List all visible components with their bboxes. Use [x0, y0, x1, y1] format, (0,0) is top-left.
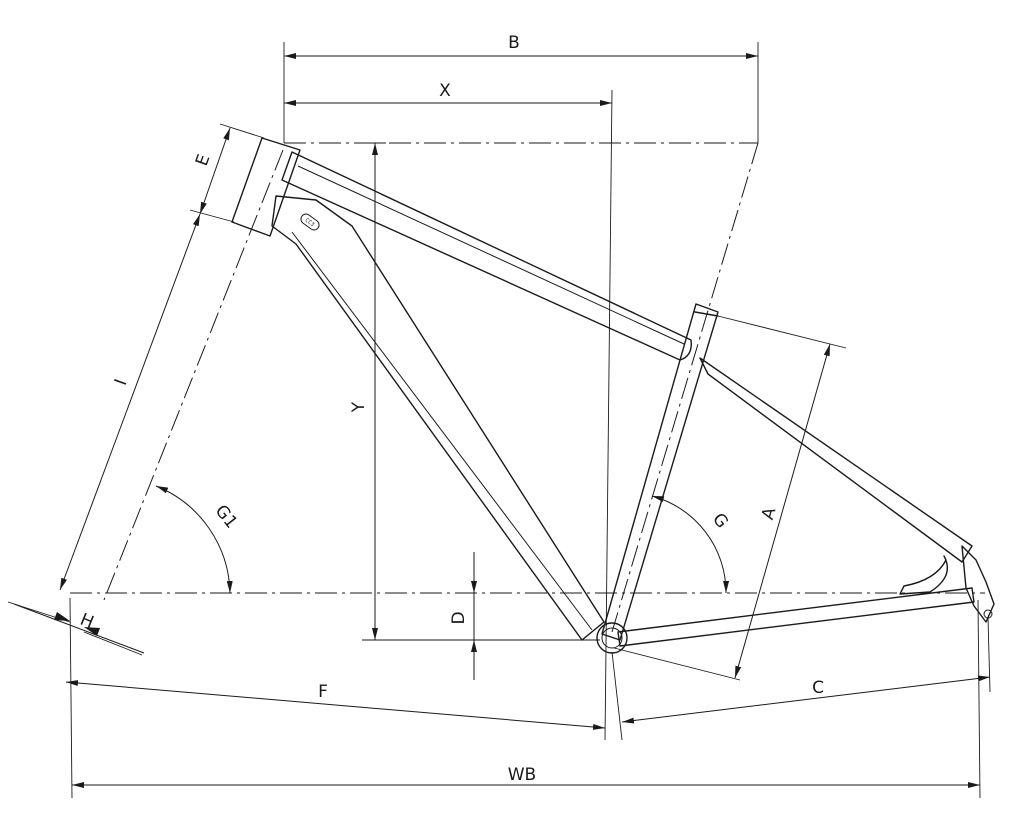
- dim-e-line: [199, 127, 231, 215]
- chain-stay: [617, 587, 975, 647]
- label-a: A: [758, 505, 781, 522]
- ext-x-right: [604, 89, 613, 741]
- top-tube-edge-line: [297, 165, 685, 345]
- label-b: B: [508, 33, 520, 53]
- label-i: I: [111, 377, 132, 389]
- label-y: Y: [349, 401, 369, 413]
- ext-h-right: [83, 631, 143, 656]
- label-f: F: [318, 682, 328, 702]
- down-tube-edge-line: [291, 231, 593, 631]
- dim-h-arrow-right: [84, 627, 100, 636]
- dim-g1-arc: [155, 485, 233, 594]
- label-e: E: [192, 152, 214, 169]
- dim-i-line: [59, 213, 201, 591]
- label-g: G: [708, 510, 732, 533]
- ext-e-bottom: [189, 209, 235, 223]
- dimension-lines: [13, 53, 991, 788]
- dimension-labels: B X E I Y A G1 G D H F C WB: [77, 33, 824, 785]
- rear-dropout: [961, 545, 995, 623]
- extension-lines: [7, 42, 991, 799]
- cable-port-badge: [300, 213, 320, 231]
- seat-tube-axis-centerline: [611, 142, 759, 633]
- dim-h-line: [13, 603, 145, 654]
- head-tube: [231, 137, 301, 237]
- ext-a-top: [717, 315, 847, 349]
- seat-collar-line: [694, 311, 719, 317]
- cable-port-badge-text: CC3: [304, 217, 316, 228]
- dim-a-line: [734, 343, 831, 679]
- centerlines: [70, 142, 985, 633]
- ext-e-top: [219, 123, 265, 139]
- label-g1: G1: [211, 501, 242, 532]
- down-tube: [271, 195, 605, 641]
- ext-wb-right: [977, 599, 981, 799]
- dim-c-line: [621, 675, 991, 724]
- label-d: D: [449, 611, 469, 624]
- label-c: C: [812, 678, 824, 698]
- ext-c-bb: [611, 651, 623, 741]
- ext-c-axle: [987, 617, 991, 693]
- dim-f-line: [65, 680, 606, 730]
- head-tube-axis-centerline: [103, 149, 284, 601]
- label-wb: WB: [508, 765, 536, 785]
- brake-mount: [899, 555, 948, 595]
- ext-a-bottom: [613, 647, 741, 681]
- bottom-bracket-inner: [601, 627, 623, 649]
- dim-h-arrow-left: [54, 612, 70, 621]
- bike-frame: CC3: [231, 137, 995, 654]
- dim-g-arc: [651, 495, 730, 594]
- seat-tube: [601, 303, 719, 641]
- label-x: X: [439, 81, 451, 101]
- ext-wb-left: [69, 597, 73, 799]
- seat-stay: [699, 357, 973, 563]
- top-tube: [281, 151, 692, 361]
